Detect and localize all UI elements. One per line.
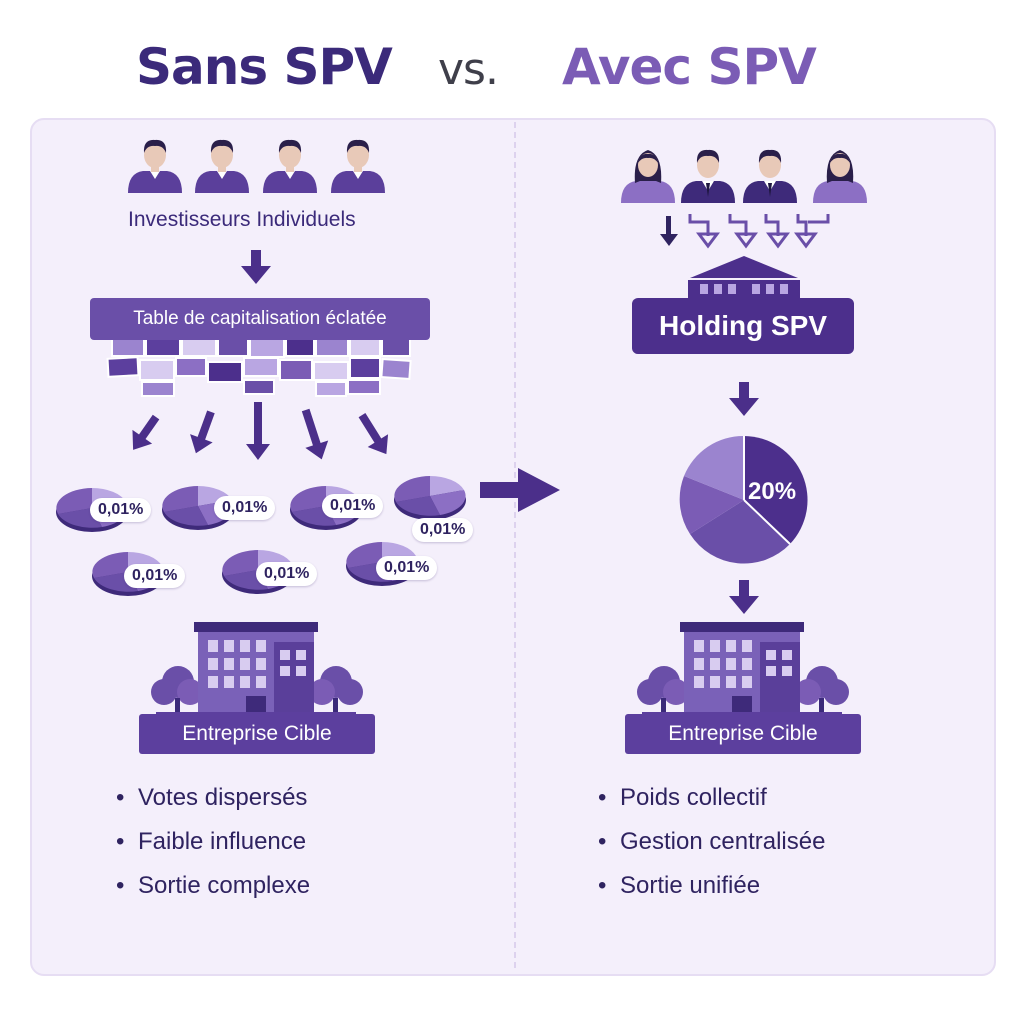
stake-badge: 0,01% [376,556,437,580]
target-company-building-left [151,622,363,718]
list-item: •Sortie unifiée [598,870,825,914]
stake-badge: 0,01% [412,518,473,542]
list-item: •Poids collectif [598,782,825,826]
target-company-label-right: Entreprise Cible [625,714,861,754]
target-company-building-right [637,622,849,718]
target-company-label-left: Entreprise Cible [139,714,375,754]
stake-badge: 0,01% [214,496,275,520]
list-item: •Gestion centralisée [598,826,825,870]
arrow-holding-to-pie [729,382,759,416]
investor-group-left [128,140,385,193]
list-item: •Sortie complexe [116,870,310,914]
cap-table-banner: Table de capitalisation éclatée [90,298,430,340]
holding-building [688,256,800,298]
arrow-investors-to-table [241,250,271,284]
holding-spv-banner: Holding SPV [632,298,854,354]
drawbacks-list: •Votes dispersés •Faible influence •Sort… [116,782,310,914]
stake-badge: 0,01% [124,564,185,588]
transition-arrow [480,468,560,512]
stake-badge: 0,01% [256,562,317,586]
benefits-list: •Poids collectif •Gestion centralisée •S… [598,782,825,914]
collective-stake-label: 20% [748,478,796,506]
list-item: •Faible influence [116,826,310,870]
stake-badge: 0,01% [322,494,383,518]
investors-label: Investisseurs Individuels [128,208,356,232]
arrow-pie-to-company [729,580,759,614]
list-item: •Votes dispersés [116,782,310,826]
scatter-arrows [123,402,396,463]
converging-arrows [660,214,828,246]
stake-badge: 0,01% [90,498,151,522]
investor-group-right [621,150,867,203]
fragmented-cap-table [108,336,411,396]
